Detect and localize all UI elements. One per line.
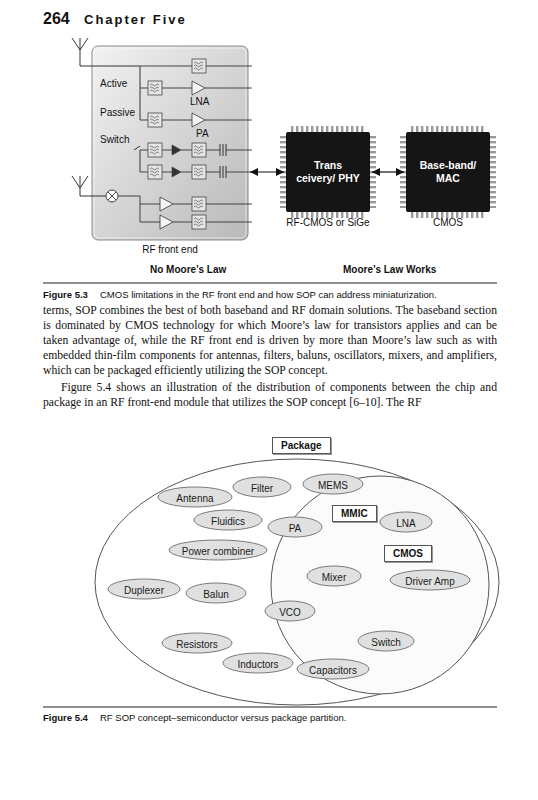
component-label: Mixer <box>322 572 346 583</box>
component-label: MEMS <box>318 480 348 491</box>
component-ellipse: Mixer <box>306 565 362 587</box>
component-label: Switch <box>371 637 400 648</box>
component-ellipse: Fluidics <box>193 509 263 531</box>
chapter-title: Chapter Five <box>84 12 187 27</box>
package-ellipse: PackageMMICCMOSPALNAMixerDriver AmpVCOSw… <box>94 458 500 706</box>
part-label: Switch <box>100 134 129 145</box>
component-label: VCO <box>279 607 301 618</box>
component-ellipse: PA <box>267 516 323 538</box>
boxed-label: CMOS <box>384 545 432 562</box>
part-label: PA <box>196 128 209 139</box>
connector-arrow <box>250 171 284 172</box>
figure-number: Figure 5.3 <box>43 289 88 300</box>
component-label: Duplexer <box>124 585 164 596</box>
box-heading: RF front end <box>142 244 198 255</box>
chip-technology: CMOS <box>433 217 463 228</box>
chip-circle: MMIC CMOS PA LNA Mixer Driver AmpVCO SwitchCap… <box>270 475 490 695</box>
component-label: Antenna <box>176 493 213 504</box>
part-label: Passive <box>100 107 135 118</box>
component-label: Fluidics <box>211 516 245 527</box>
component-ellipse: Inductors <box>222 652 294 674</box>
part-label: LNA <box>190 96 209 107</box>
component-ellipse: LNA <box>379 511 433 533</box>
figure-caption: CMOS limitations in the RF front end and… <box>100 289 437 300</box>
component-label: Balun <box>203 589 229 600</box>
component-ellipse: Resistors <box>161 632 233 654</box>
component-ellipse: MEMS <box>302 473 364 495</box>
component-ellipse: Antenna <box>157 486 233 508</box>
chip-label: Trans ceivery/ PHY <box>296 159 360 185</box>
component-label: PA <box>289 523 302 534</box>
component-label: Resistors <box>176 639 218 650</box>
component-label: Driver Amp <box>405 576 454 587</box>
component-ellipse: Filter <box>232 476 292 498</box>
column-label: No Moore’s Law <box>150 264 226 275</box>
chip-technology: RF-CMOS or SiGe <box>286 217 369 228</box>
component-ellipse: Duplexer <box>107 578 181 600</box>
column-label: Moore’s Law Works <box>343 264 436 275</box>
component-ellipse: Capacitors <box>296 658 370 680</box>
component-ellipse: VCO <box>264 600 316 622</box>
body-paragraph: terms, SOP combines the best of both bas… <box>43 303 497 378</box>
component-label: Capacitors <box>309 665 357 676</box>
boxed-label: MMIC <box>332 505 377 522</box>
component-ellipse: Driver Amp <box>389 569 471 591</box>
chip-label: Base-band/ MAC <box>416 159 480 185</box>
component-label: Filter <box>251 483 273 494</box>
page-number: 264 <box>43 10 70 28</box>
figure-caption: RF SOP concept–semiconductor versus pack… <box>100 712 346 723</box>
component-label: Power combiner <box>182 546 254 557</box>
component-ellipse: Balun <box>185 582 247 604</box>
body-paragraph: Figure 5.4 shows an illustration of the … <box>43 380 497 410</box>
part-label: Active <box>100 78 127 89</box>
transceiver-chip: Trans ceivery/ PHYRF-CMOS or SiGe <box>286 132 370 212</box>
figure-number: Figure 5.4 <box>43 712 88 723</box>
connector-arrow <box>372 171 404 172</box>
component-ellipse: Switch <box>357 630 415 652</box>
baseband-chip: Base-band/ MACCMOS <box>406 132 490 212</box>
boxed-label: Package <box>272 437 331 454</box>
component-ellipse: Power combiner <box>168 539 268 561</box>
component-label: Inductors <box>237 659 278 670</box>
component-label: LNA <box>396 518 415 529</box>
